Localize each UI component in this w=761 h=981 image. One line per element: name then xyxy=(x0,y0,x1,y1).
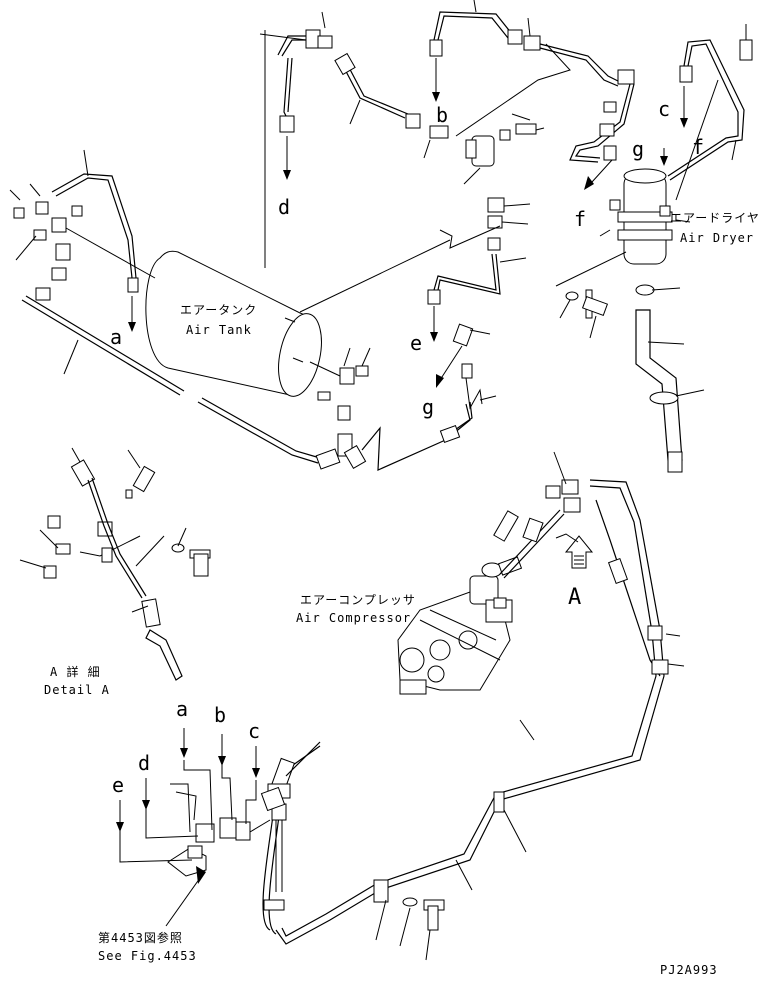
label-A: A xyxy=(568,585,581,610)
label-e-bottom: e xyxy=(112,773,124,797)
compressor-hose xyxy=(275,479,685,945)
detail-a-label-en: Detail A xyxy=(44,683,110,697)
label-a-bottom: a xyxy=(176,697,188,721)
air-dryer xyxy=(599,168,691,265)
air-compressor-label-en: Air Compressor xyxy=(296,611,411,625)
top-right-piping xyxy=(429,0,621,137)
label-c-top: c xyxy=(658,97,670,121)
label-f-right: f xyxy=(692,135,704,159)
air-tank-label-jp: エアータンク xyxy=(180,303,257,317)
lower-bolt xyxy=(399,897,445,961)
manifold xyxy=(119,752,286,927)
g-connector xyxy=(436,323,497,410)
label-b-bottom: b xyxy=(214,703,226,727)
see-fig-label-jp: 第4453図参照 xyxy=(98,930,183,945)
label-a-tank: a xyxy=(110,325,122,349)
detail-a-assembly xyxy=(19,447,211,681)
lower-left-hose xyxy=(262,741,321,935)
e-connector xyxy=(427,197,531,305)
top-center-piping xyxy=(259,11,449,268)
tank-left-fittings xyxy=(9,149,156,301)
see-fig-label-en: See Fig.4453 xyxy=(98,949,197,963)
label-f-left: f xyxy=(574,207,586,231)
air-compressor-label-jp: エアーコンプレッサ xyxy=(300,593,416,607)
air-tank-label-en: Air Tank xyxy=(186,323,252,337)
dryer-bolt xyxy=(559,289,609,339)
air-tank xyxy=(145,250,322,397)
label-e-mid: e xyxy=(410,331,422,355)
label-d-bottom: d xyxy=(138,751,150,775)
label-g-mid: g xyxy=(422,395,434,419)
detail-a-label-jp: A 詳 細 xyxy=(50,664,101,679)
pressure-valve xyxy=(463,113,545,185)
drawing-code: PJ2A993 xyxy=(660,963,718,977)
label-b-top: b xyxy=(436,103,448,127)
label-g-top: g xyxy=(632,137,644,161)
air-dryer-label-en: Air Dryer xyxy=(680,231,754,245)
air-compressor xyxy=(397,479,581,695)
tank-outlet-pipe xyxy=(361,426,451,471)
arrow-A xyxy=(553,451,594,569)
tank-right-fittings xyxy=(309,347,371,421)
label-c-bottom: c xyxy=(248,719,260,743)
f-piping xyxy=(569,69,635,190)
label-d-top: d xyxy=(278,195,290,219)
c-piping xyxy=(667,24,753,201)
air-dryer-label-jp: エアードライヤ xyxy=(670,211,760,225)
dryer-lower-hose xyxy=(635,284,705,473)
tank-pipe xyxy=(21,295,367,470)
